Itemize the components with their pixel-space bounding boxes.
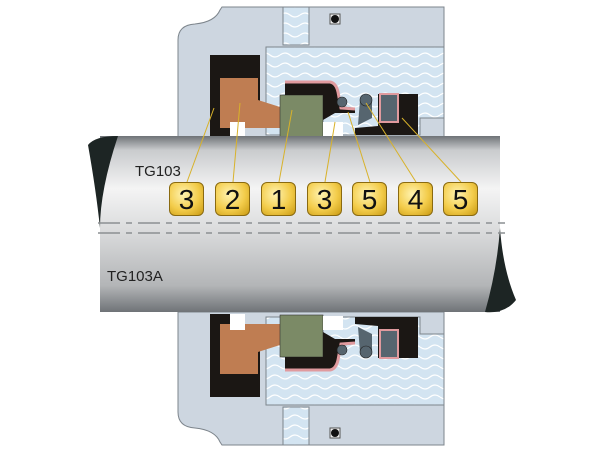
shaft-left-end (88, 136, 118, 228)
part-badge: 5 (352, 182, 387, 216)
part-badge: 3 (307, 182, 342, 216)
centerline (98, 222, 505, 234)
part-badge: 5 (443, 182, 478, 216)
part-badge: 4 (398, 182, 433, 216)
part-badge: 1 (261, 182, 296, 216)
shaft-right-end (485, 228, 516, 313)
part-badge: 3 (169, 182, 204, 216)
part-badge: 2 (215, 182, 250, 216)
model-label-top: TG103 (135, 163, 181, 180)
leader-lines (186, 102, 462, 183)
model-label-bottom: TG103A (107, 268, 163, 285)
seal-bottom-half (176, 310, 446, 447)
shaft (100, 136, 500, 312)
